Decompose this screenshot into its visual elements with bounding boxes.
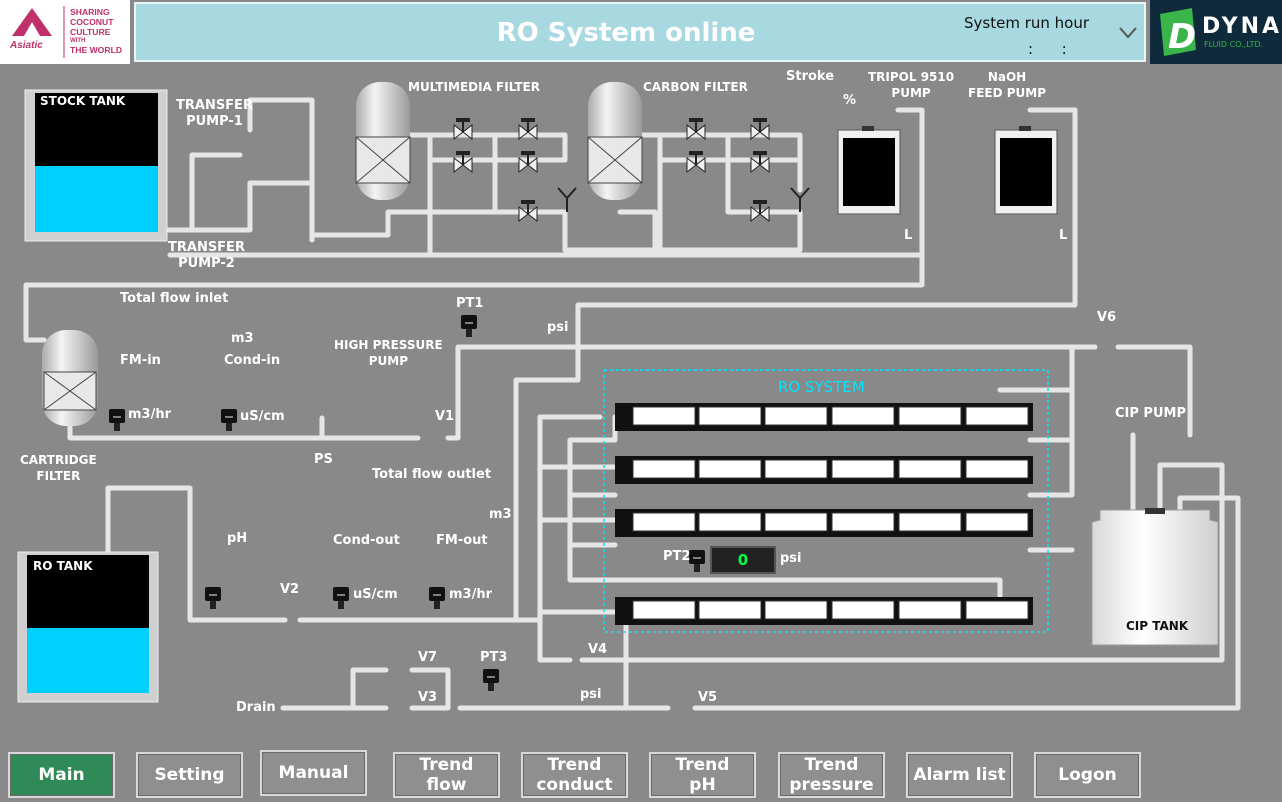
tripol-level-label: L [904,228,913,243]
v2-label: V2 [280,582,300,597]
run-hour-label: System run hour [964,14,1090,32]
cond-in-unit: uS/cm [240,409,285,424]
pt1-label: PT1 [456,296,484,311]
ph-label: pH [227,531,248,546]
v7-label: V7 [418,650,438,665]
stroke-label: Stroke [786,69,835,84]
pt2-display [710,546,776,574]
cip-tank-label: CIP TANK [1126,619,1189,633]
dyna-sub: FLUID CO.,LTD. [1204,40,1264,49]
high-pressure-pump-label: HIGH PRESSURE PUMP [334,338,443,368]
logo-tag-2: COCONUT [70,17,114,27]
pt3-label: PT3 [480,650,508,665]
naoh-level-label: L [1059,228,1068,243]
transfer-pump-2-label: TRANSFER PUMP-2 [168,240,245,271]
trend-conduct-button[interactable]: Trend conduct [521,752,628,798]
run-hour-value: : : [1028,40,1067,58]
cond-in-label: Cond-in [224,353,281,368]
transfer-pump-1-label: TRANSFER PUMP-1 [176,98,253,129]
manual-button[interactable]: Manual [260,750,367,796]
carbon-filter-label: CARBON FILTER [643,80,748,94]
logo-tag-3: CULTURE [70,27,111,37]
dyna-brand: DYNA [1202,14,1282,39]
trend-ph-button[interactable]: Trend pH [649,752,756,798]
tripol-pump-label: TRIPOL 9510 PUMP [868,70,955,100]
pt2-unit: psi [780,551,802,566]
logo-tag-5: THE WORLD [70,45,123,55]
ro-tank-label: RO TANK [33,559,93,573]
pt1-unit: psi [547,320,569,335]
asiatic-logo: Asiatic SHARING COCONUT CULTURE WITH THE… [0,0,130,64]
chevron-down-icon[interactable] [1118,26,1138,40]
outlet-volume-unit: m3 [489,507,512,522]
v1-label: V1 [435,409,455,424]
setting-button[interactable]: Setting [136,752,243,798]
alarm-list-button[interactable]: Alarm list [906,752,1013,798]
ro-system-label: RO SYSTEM [778,378,865,396]
pt2-value: 0 [737,551,749,569]
pt2-label: PT2 [663,549,691,564]
cond-out-unit: uS/cm [353,587,398,602]
process-diagram [17,82,1241,711]
naoh-pump-label: NaOH FEED PUMP [968,70,1047,100]
v4-label: V4 [588,642,608,657]
fm-in-unit: m3/hr [128,407,172,422]
stock-tank-label: STOCK TANK [40,94,126,108]
page-title: RO System online [496,18,756,48]
dyna-fluid-logo: D DYNA FLUID CO.,LTD. [1150,0,1282,64]
cip-pump-label: CIP PUMP [1115,406,1186,421]
fm-in-label: FM-in [120,353,161,368]
pt3-unit: psi [580,687,602,702]
cartridge-filter-label: CARTRIDGE FILTER [20,453,97,483]
main-button[interactable]: Main [8,752,115,798]
inlet-volume-unit: m3 [231,331,254,346]
drain-label: Drain [236,700,276,715]
ro-tank [17,551,159,703]
cip-tank-vessel [1091,508,1219,646]
fm-out-unit: m3/hr [449,587,493,602]
ps-label: PS [314,452,333,467]
v6-label: V6 [1097,310,1117,325]
ro-membranes [615,403,1033,625]
title-panel: RO System online System run hour : : [134,2,1146,62]
multimedia-filter-vessel [355,82,411,200]
asiatic-brand: Asiatic [10,40,43,51]
total-flow-inlet-label: Total flow inlet [120,291,229,306]
trend-flow-button[interactable]: Trend flow [393,752,500,798]
total-flow-outlet-label: Total flow outlet [372,467,492,482]
v5-label: V5 [698,690,718,705]
cond-out-label: Cond-out [333,533,400,548]
tripol-tank [837,126,901,215]
naoh-tank [994,126,1058,215]
fm-out-label: FM-out [436,533,488,548]
svg-text:D: D [1168,17,1196,57]
multimedia-filter-label: MULTIMEDIA FILTER [408,80,540,94]
trend-pressure-button[interactable]: Trend pressure [778,752,885,798]
stock-tank [24,89,168,242]
ro-system-frame [603,369,1049,633]
logo-tag-1: SHARING [70,7,110,17]
logon-button[interactable]: Logon [1034,752,1141,798]
cartridge-filter-vessel [42,330,98,426]
carbon-filter-vessel [587,82,643,200]
stroke-unit: % [843,93,857,108]
logo-tag-4: WITH [70,38,86,44]
v3-label: V3 [418,690,438,705]
